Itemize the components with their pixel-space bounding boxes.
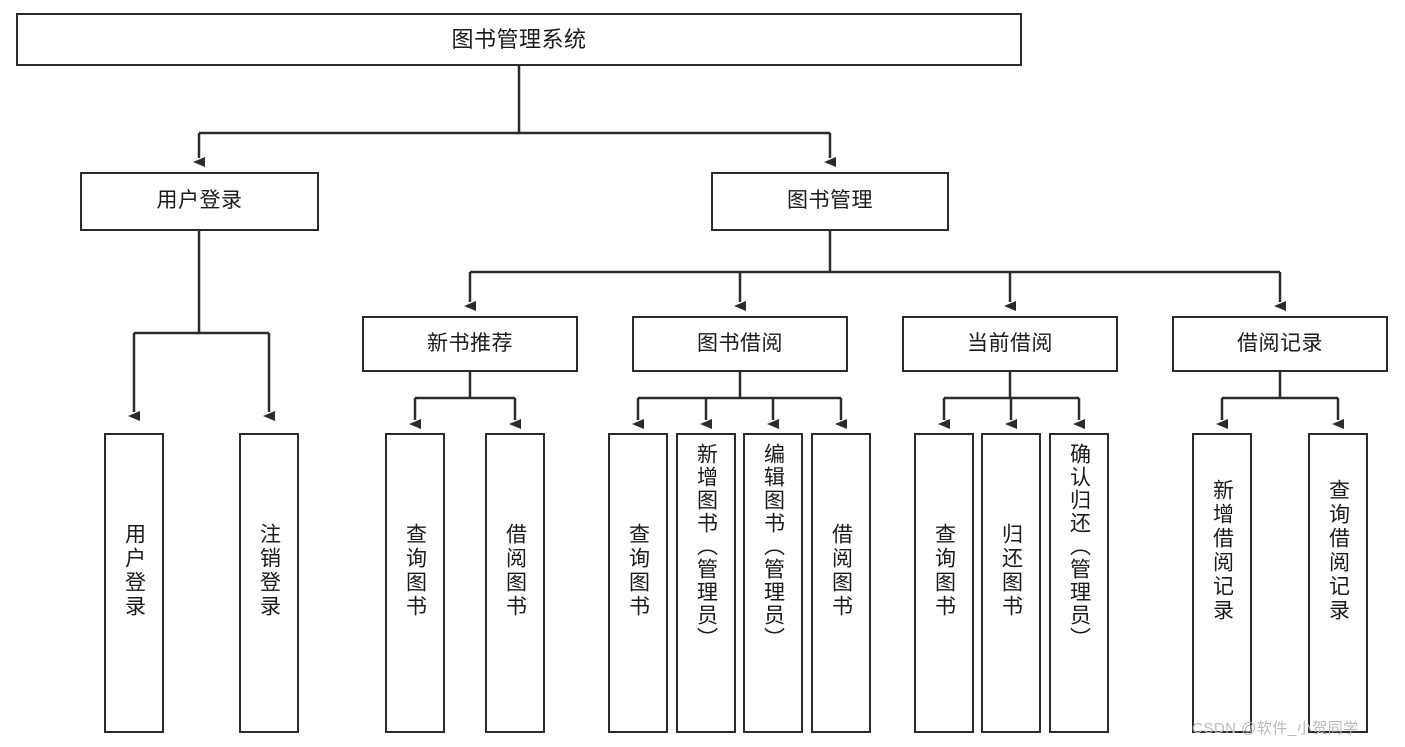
leaf-current-borrow-query-book[interactable]: 查询图书	[914, 433, 974, 733]
leaf-book-borrow-borrow-book[interactable]: 借阅图书	[811, 433, 871, 733]
leaf-label: 新增借阅记录	[1210, 479, 1234, 623]
leaf-current-borrow-return-book[interactable]: 归还图书	[981, 433, 1041, 733]
leaf-current-borrow-confirm-return-admin[interactable]: 确认归还（管理员）	[1049, 433, 1109, 733]
leaf-label: 注销登录	[257, 523, 281, 619]
csdn-watermark: CSDN @软件_小贺同学	[1192, 720, 1359, 737]
leaf-new-book-query-book[interactable]: 查询图书	[385, 433, 445, 733]
leaf-label: 新增图书（管理员）	[694, 443, 718, 650]
leaf-borrow-record-add-record[interactable]: 新增借阅记录	[1192, 433, 1252, 733]
leaf-label: 编辑图书（管理员）	[761, 443, 785, 650]
leaf-label: 借阅图书	[503, 523, 527, 619]
leaf-label: 借阅图书	[829, 523, 853, 619]
leaf-new-book-borrow-book[interactable]: 借阅图书	[485, 433, 545, 733]
node-label: 用户登录	[156, 189, 243, 213]
leaf-label: 归还图书	[999, 523, 1023, 619]
node-label: 图书借阅	[697, 331, 783, 355]
leaf-label: 查询图书	[626, 523, 650, 619]
node-new-book-recommend[interactable]: 新书推荐	[362, 316, 578, 372]
leaf-label: 用户登录	[122, 523, 146, 619]
node-book-management[interactable]: 图书管理	[711, 172, 949, 231]
leaf-borrow-record-query-record[interactable]: 查询借阅记录	[1308, 433, 1368, 733]
node-label: 当前借阅	[967, 331, 1053, 355]
node-label: 借阅记录	[1237, 331, 1323, 355]
node-label: 图书管理系统	[451, 26, 587, 52]
leaf-label: 查询图书	[932, 523, 956, 619]
leaf-user-login-login[interactable]: 用户登录	[104, 433, 164, 733]
node-borrow-record[interactable]: 借阅记录	[1172, 316, 1388, 372]
leaf-label: 查询图书	[403, 523, 427, 619]
node-book-borrow[interactable]: 图书借阅	[632, 316, 848, 372]
node-label: 图书管理	[787, 189, 873, 213]
leaf-book-borrow-add-book-admin[interactable]: 新增图书（管理员）	[676, 433, 736, 733]
leaf-book-borrow-edit-book-admin[interactable]: 编辑图书（管理员）	[743, 433, 803, 733]
leaf-user-login-logout[interactable]: 注销登录	[239, 433, 299, 733]
node-root-book-management-system[interactable]: 图书管理系统	[16, 13, 1022, 66]
node-user-login[interactable]: 用户登录	[80, 172, 319, 231]
leaf-label: 查询借阅记录	[1326, 479, 1350, 623]
leaf-label: 确认归还（管理员）	[1067, 443, 1091, 650]
node-label: 新书推荐	[427, 331, 513, 355]
node-current-borrow[interactable]: 当前借阅	[902, 316, 1118, 372]
leaf-book-borrow-query-book[interactable]: 查询图书	[608, 433, 668, 733]
